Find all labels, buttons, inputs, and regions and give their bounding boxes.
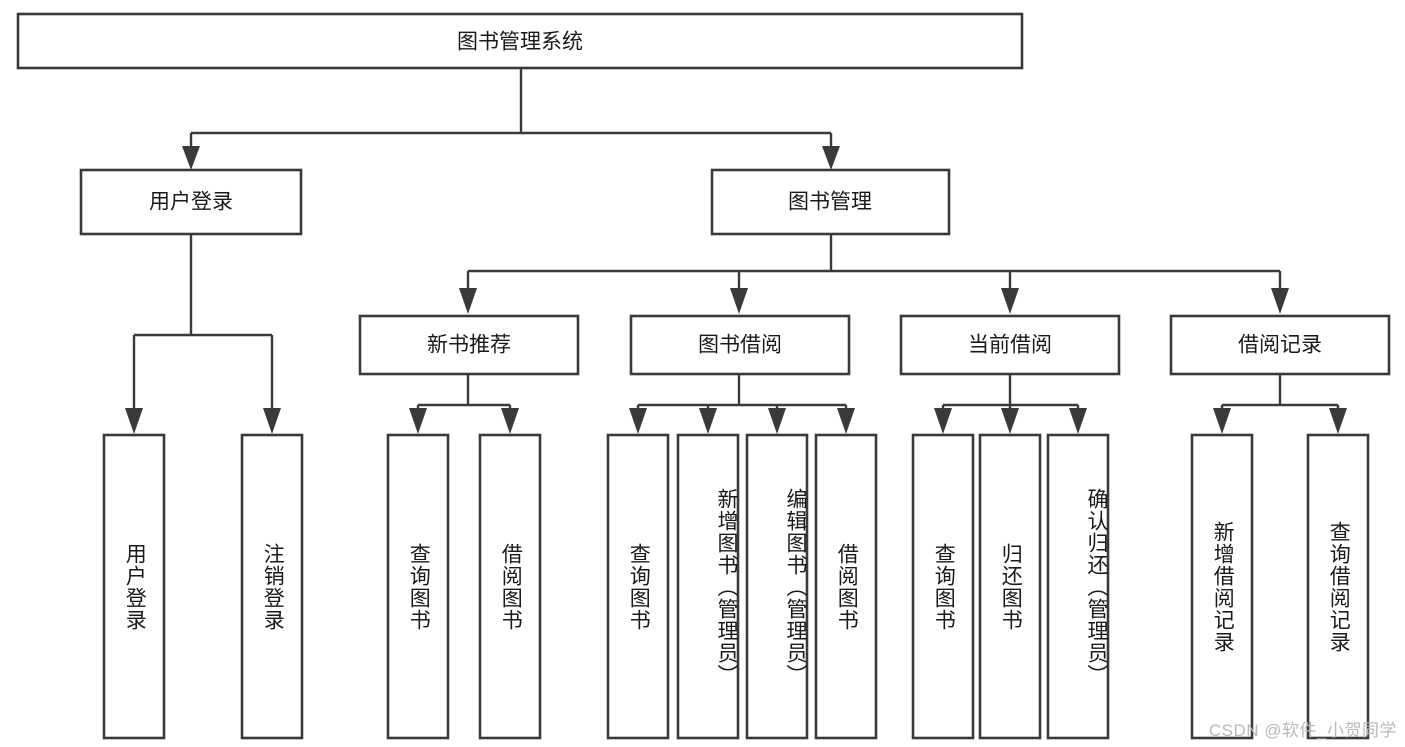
node-leaf-query-book-1-box[interactable] [386,433,450,740]
node-borrow-record-label: 借阅记录 [1238,334,1322,357]
arrowhead-leaf-logout-login [263,408,281,434]
arrowhead-leaf-query-borrow-record [1329,408,1347,434]
arrowhead-leaf-query-book-1 [409,408,427,434]
node-leaf-return-book-box[interactable] [978,433,1042,740]
node-book-borrow[interactable]: 图书借阅 [629,314,851,376]
arrowhead-leaf-add-book [699,408,717,434]
arrowhead-leaf-query-book-2 [629,408,647,434]
node-leaf-borrow-book-2-box[interactable] [814,433,878,740]
node-new-book-recommend-label: 新书推荐 [427,334,511,357]
node-root-box[interactable] [16,12,1024,70]
arrowhead-leaf-edit-book [768,408,786,434]
leaf-boxes [102,433,1370,740]
node-leaf-add-borrow-record-box[interactable] [1190,433,1254,740]
node-book-manage-box[interactable] [710,168,951,236]
csdn-watermark: CSDN @软件_小贺同学 [1208,721,1397,740]
node-leaf-user-login-box[interactable] [102,433,166,740]
arrowhead-current-borrow [1001,288,1019,314]
node-user-login-label: 用户登录 [149,191,233,214]
node-borrow-record[interactable]: 借阅记录 [1169,314,1391,376]
node-user-login[interactable]: 用户登录 [79,168,303,236]
node-root-label: 图书管理系统 [457,31,583,54]
arrowhead-leaf-return-book [1001,408,1019,434]
node-new-book-recommend-box[interactable] [358,314,580,376]
node-leaf-confirm-return-box[interactable] [1046,433,1110,740]
node-leaf-logout-login-box[interactable] [240,433,304,740]
node-leaf-edit-book-box[interactable] [745,433,809,740]
node-leaf-query-borrow-record-box[interactable] [1306,433,1370,740]
arrowhead-user-login [182,146,200,170]
arrowhead-leaf-confirm-return [1069,408,1087,434]
node-user-login-box[interactable] [79,168,303,236]
connector-group [125,68,1347,434]
node-book-manage[interactable]: 图书管理 [710,168,951,236]
node-leaf-add-book-box[interactable] [676,433,740,740]
arrowhead-book-manage [822,146,840,170]
node-borrow-record-box[interactable] [1169,314,1391,376]
arrowhead-leaf-borrow-book-1 [501,408,519,434]
node-new-book-recommend[interactable]: 新书推荐 [358,314,580,376]
node-book-borrow-label: 图书借阅 [698,334,782,357]
node-current-borrow-box[interactable] [899,314,1121,376]
node-root[interactable]: 图书管理系统 [16,12,1024,70]
arrowhead-book-borrow [730,288,748,314]
node-current-borrow[interactable]: 当前借阅 [899,314,1121,376]
arrowhead-leaf-borrow-book-2 [837,408,855,434]
node-current-borrow-label: 当前借阅 [968,334,1052,357]
node-book-borrow-box[interactable] [629,314,851,376]
arrowhead-new-book-recommend [459,288,477,314]
node-leaf-query-book-2-box[interactable] [606,433,670,740]
arrowhead-borrow-record [1271,288,1289,314]
node-leaf-borrow-book-1-box[interactable] [478,433,542,740]
arrowhead-leaf-add-borrow-record [1213,408,1231,434]
arrowhead-leaf-user-login [125,408,143,434]
arrowhead-leaf-query-book-3 [934,408,952,434]
node-book-manage-label: 图书管理 [788,191,872,214]
node-leaf-query-book-3-box[interactable] [911,433,975,740]
